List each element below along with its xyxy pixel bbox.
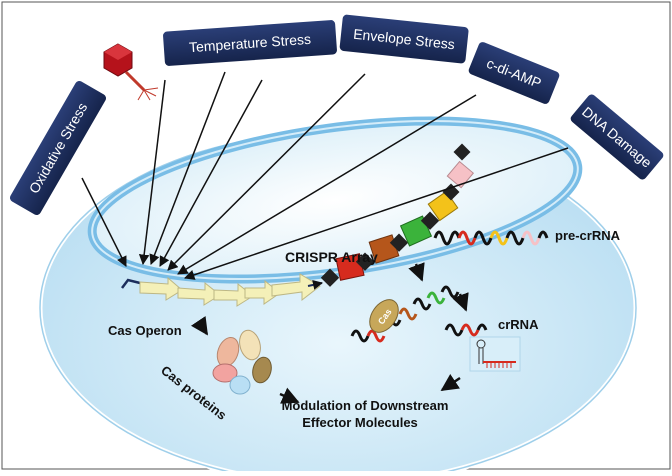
cas-gene-arrow	[139, 276, 183, 301]
spacer-box	[446, 160, 475, 189]
signal-arrow	[159, 79, 263, 267]
repeat-diamond	[320, 268, 340, 287]
signal-arrow	[177, 94, 477, 275]
promoter-icon	[121, 278, 141, 289]
cas-operon-genes	[139, 273, 321, 307]
modulation-label-line2: Effector Molecules	[302, 415, 418, 430]
phage-icon	[103, 43, 159, 101]
cas-protein-icon: Cas	[369, 299, 399, 333]
cas-gene-arrow	[177, 281, 221, 306]
label-cdiamp: c-di-AMP	[467, 40, 561, 106]
repeat-diamond	[442, 183, 460, 201]
crispr-array-label: CRISPR Array	[285, 249, 378, 265]
signal-arrow	[184, 147, 569, 280]
signal-arrow	[167, 73, 366, 271]
crispr-array	[320, 143, 475, 287]
signal-arrow	[81, 177, 127, 267]
repeat-diamond	[389, 233, 409, 252]
cas-gene-arrow	[244, 279, 281, 305]
cas-gene-arrow	[213, 282, 254, 307]
repeat-diamond	[420, 211, 440, 230]
label-envelope-stress: Envelope Stress	[338, 13, 470, 65]
signal-arrow	[138, 79, 166, 266]
label-temperature-stress: Temperature Stress	[161, 18, 339, 68]
repeat-diamond	[453, 143, 471, 161]
repeat-diamond	[355, 252, 375, 271]
cas-gene-arrow	[271, 273, 321, 302]
crrna-icon	[444, 323, 488, 337]
label-oxidative-stress: Oxidative Stress	[8, 79, 108, 217]
cas-operon-label: Cas Operon	[108, 323, 182, 338]
cas-proteins-icon	[212, 329, 272, 395]
signal-arrow	[149, 71, 226, 265]
modulation-label-line1: Modulation of Downstream	[282, 398, 449, 413]
pre-crrna-transcript	[433, 230, 549, 246]
hairpin-target-icon	[469, 336, 521, 372]
signal-arrows	[81, 71, 569, 280]
pre-crrna-label: pre-crRNA	[555, 228, 621, 243]
crrna-label: crRNA	[498, 317, 539, 332]
